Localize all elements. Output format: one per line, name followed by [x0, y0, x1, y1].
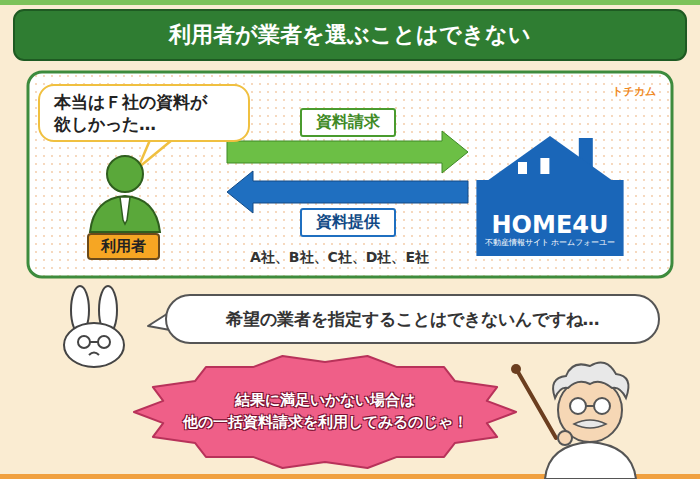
- main-panel: [28, 72, 672, 277]
- speech-bubble: 希望の業者を指定することはできないんですね…: [165, 294, 660, 344]
- burst-bubble: 結果に満足いかない場合は 他の一括資料請求を利用してみるのじゃ！: [130, 352, 520, 472]
- edge-label: 資料提供: [300, 208, 396, 237]
- bubble-tail: [138, 140, 172, 168]
- burst-shape: [134, 356, 516, 468]
- title-band: [14, 10, 686, 60]
- burst-art: [130, 352, 520, 472]
- title-text: 利用者が業者を選ぶことはできない: [169, 20, 531, 50]
- person-body: [90, 196, 160, 232]
- node-text: 本当はＦ社の資料が 欲しかった…: [54, 91, 234, 135]
- house-window: [540, 158, 549, 174]
- node-text: 結果に満足いかない場合は 他の一括資料請求を利用してみるのじゃ！: [183, 390, 468, 434]
- speech-bubble: 本当はＦ社の資料が 欲しかった…: [38, 84, 250, 142]
- node-text: HOME4U: [492, 212, 609, 238]
- watermark: トチカム: [612, 84, 656, 99]
- user-figure: 利用者: [60, 140, 225, 264]
- flow-arrow: [227, 171, 468, 213]
- flow-arrow: [227, 131, 468, 173]
- company-list: A社、B社、C社、D社、E社: [250, 249, 429, 267]
- home4u-house: HOME4U不動産情報サイト ホームフォーユー: [470, 132, 630, 256]
- top-stripe: [0, 0, 700, 5]
- person-head: [107, 156, 143, 192]
- title-text: 利用者が業者を選ぶことはできない: [14, 10, 686, 60]
- professor: [511, 362, 636, 479]
- house-roof: [483, 136, 617, 184]
- node-subtext: 不動産情報サイト ホームフォーユー: [485, 238, 616, 248]
- person-tie: [120, 197, 130, 224]
- node-text: 利用者: [87, 233, 160, 260]
- edge-label: 資料請求: [300, 108, 396, 137]
- house-body: [476, 180, 623, 256]
- node-text: 希望の業者を指定することはできないんですね…: [226, 308, 600, 331]
- house-window: [518, 162, 527, 174]
- rabbit: [64, 286, 124, 367]
